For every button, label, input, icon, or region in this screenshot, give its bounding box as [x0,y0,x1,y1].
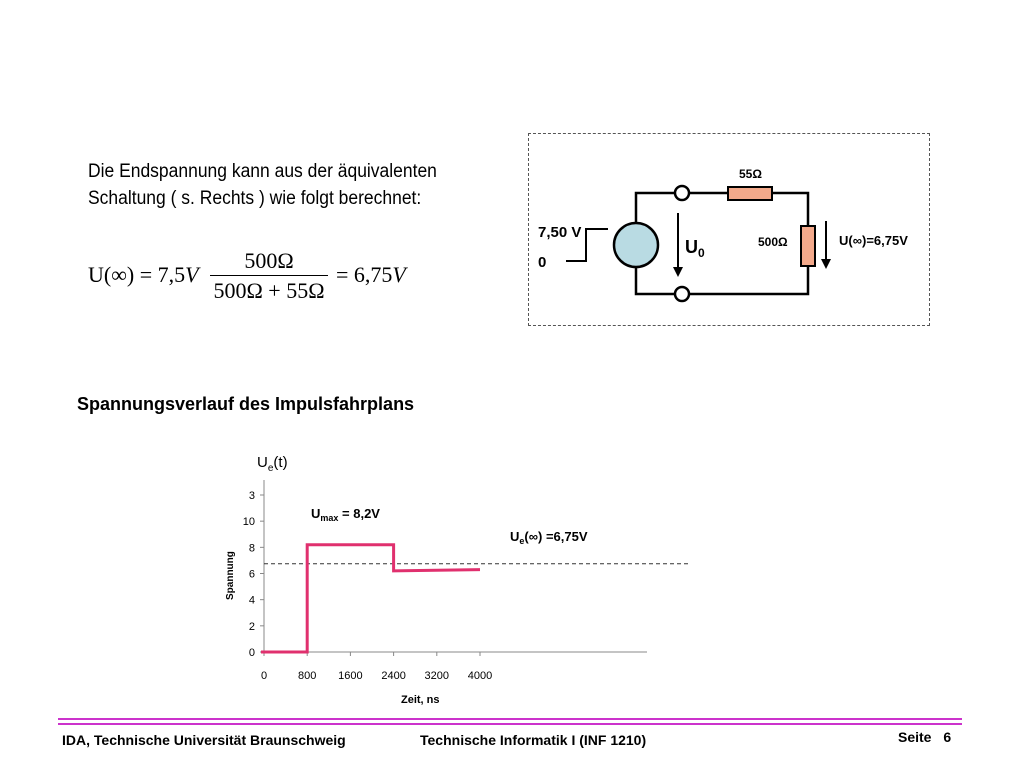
formula-numerator: 500Ω [244,248,294,273]
chart-yaxis-title: Spannung [225,551,236,600]
intro-line-1: Die Endspannung kann aus der äquivalente… [88,161,437,182]
r-load-label: 500Ω [758,235,788,249]
voltage-source [612,221,660,269]
intro-line-2: Schaltung ( s. Rechts ) wie folgt berech… [88,188,422,209]
circuit-diagram: 7,50 V 0 U0 55Ω 500Ω U(∞)=6,75V [538,167,908,303]
annotation-uinf: Ue(∞) =6,75V [510,529,588,546]
formula-denominator: 500Ω + 55Ω [213,278,325,303]
footer-divider-bottom [58,723,962,725]
x-tick-label: 800 [298,670,316,682]
resistor-load [800,225,816,267]
formula-lhs: U(∞) = 7,5V [88,262,199,287]
x-tick-label: 4000 [468,670,492,682]
footer-divider-top [58,718,962,720]
resistor-series [727,186,773,201]
formula-result: = 6,75V [336,262,406,287]
y-tick-label: 3 [249,490,255,502]
r-series-label: 55Ω [739,167,762,181]
x-tick-label: 1600 [338,670,362,682]
circuit-frame [528,133,930,326]
u-infinity-label: U(∞)=6,75V [839,233,908,248]
y-tick-label: 8 [249,542,255,554]
y-tick-label: 0 [249,647,255,659]
voltage-chart: 0 2 4 6 8 10 3 0 800 1600 2400 3200 4000 Ue(t) Spann… [225,454,690,706]
terminal-bottom [673,285,691,303]
x-tick-label: 3200 [425,670,449,682]
arrow-down-icon [673,267,683,277]
chart-series [261,543,690,654]
step-low-label: 0 [538,254,546,271]
source-label: U0 [685,237,705,260]
x-tick-label: 2400 [381,670,405,682]
intro-text: Die Endspannung kann aus der äquivalente… [88,158,474,212]
y-tick-label: 4 [249,595,255,607]
footer-institution: IDA, Technische Universität Braunschweig [62,732,346,748]
chart-axes [263,480,647,653]
chart-xlabel: Zeit, ns [401,694,440,706]
formula-fraction: 500Ω 500Ω + 55Ω [210,248,328,304]
chart-ylabel: Ue(t) [257,454,288,474]
step-high-label: 7,50 V [538,224,581,241]
fraction-bar [210,275,328,276]
terminal-top [673,184,691,202]
annotation-umax: Umax = 8,2V [311,506,380,523]
arrow-down-icon [821,259,831,269]
footer-page: Seite 6 [898,729,952,745]
series-line [261,543,481,654]
footer-course: Technische Informatik I (INF 1210) [420,732,647,748]
x-tick-label: 0 [261,670,267,682]
y-tick-label: 6 [249,569,255,581]
y-tick-label: 10 [243,516,255,528]
section-title: Spannungsverlauf des Impulsfahrplans [77,394,415,414]
y-tick-label: 2 [249,621,255,633]
chart-ticks: 0 2 4 6 8 10 3 0 800 1600 2400 3200 4000 [243,490,492,682]
